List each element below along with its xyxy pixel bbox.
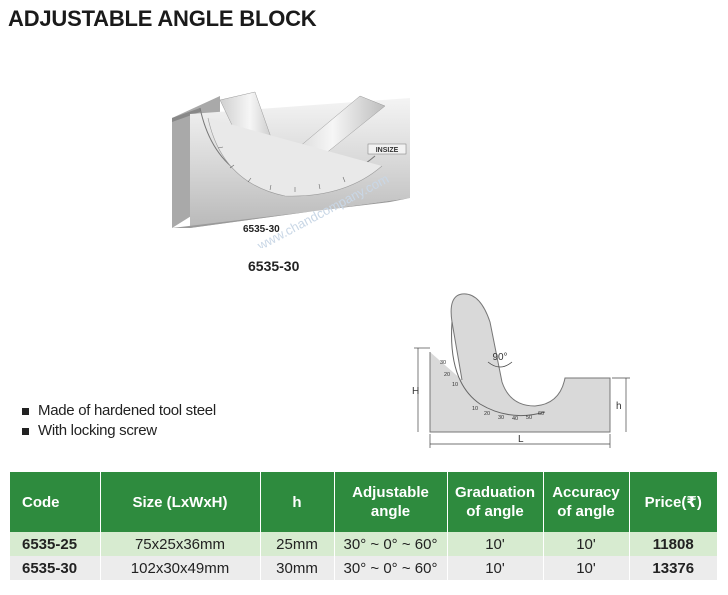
header-h: h <box>260 472 335 532</box>
scale-left-2: 20 <box>444 372 450 378</box>
bullet-icon <box>22 407 29 415</box>
small-h-dimension-label: h <box>616 401 622 412</box>
cell-graduation: 10' <box>447 556 544 580</box>
cell-h: 25mm <box>260 532 335 556</box>
header-size: Size (LxWxH) <box>100 472 261 532</box>
cell-angle: 30° ~ 0° ~ 60° <box>334 532 448 556</box>
height-dimension-label: H <box>412 386 419 397</box>
table-row: 6535-30 102x30x49mm 30mm 30° ~ 0° ~ 60° … <box>10 556 717 580</box>
cell-accuracy: 10' <box>543 556 630 580</box>
cell-price: 13376 <box>629 556 717 580</box>
cell-code: 6535-30 <box>10 556 101 580</box>
photo-code-label: 6535-30 <box>243 224 280 235</box>
rupee-icon: ₹ <box>686 493 697 511</box>
model-caption: 6535-30 <box>248 258 300 274</box>
length-dimension-label: L <box>518 434 524 445</box>
scale-bottom-5: 50 <box>526 415 532 421</box>
scale-bottom-2: 20 <box>484 411 490 417</box>
product-photo: INSIZE www.chandcompany.com <box>172 91 410 248</box>
scale-bottom-1: 10 <box>472 406 478 412</box>
scale-bottom-4: 40 <box>512 416 518 422</box>
feature-list: Made of hardened tool steel With locking… <box>22 401 216 441</box>
scale-bottom-3: 30 <box>498 415 504 421</box>
feature-item: Made of hardened tool steel <box>22 401 216 421</box>
angle-label: 90° <box>492 352 507 363</box>
header-code: Code <box>10 472 101 532</box>
feature-text: With locking screw <box>38 422 157 439</box>
scale-left-3: 10 <box>452 382 458 388</box>
header-price: Price(₹) <box>629 472 717 532</box>
cell-size: 75x25x36mm <box>100 532 261 556</box>
scale-bottom-6: 60 <box>538 411 544 417</box>
cell-code: 6535-25 <box>10 532 101 556</box>
table-row: 6535-25 75x25x36mm 25mm 30° ~ 0° ~ 60° 1… <box>10 532 717 556</box>
bullet-icon <box>22 427 29 435</box>
dimension-diagram: 90° 30 20 10 10 20 30 40 50 60 H h L <box>412 293 630 448</box>
page-title: ADJUSTABLE ANGLE BLOCK <box>8 6 317 31</box>
feature-item: With locking screw <box>22 421 216 441</box>
cell-accuracy: 10' <box>543 532 630 556</box>
feature-text: Made of hardened tool steel <box>38 402 216 419</box>
cell-price: 11808 <box>629 532 717 556</box>
cell-size: 102x30x49mm <box>100 556 261 580</box>
scale-left-1: 30 <box>440 360 446 366</box>
cell-angle: 30° ~ 0° ~ 60° <box>334 556 448 580</box>
cell-graduation: 10' <box>447 532 544 556</box>
brand-label: INSIZE <box>376 147 399 154</box>
cell-h: 30mm <box>260 556 335 580</box>
